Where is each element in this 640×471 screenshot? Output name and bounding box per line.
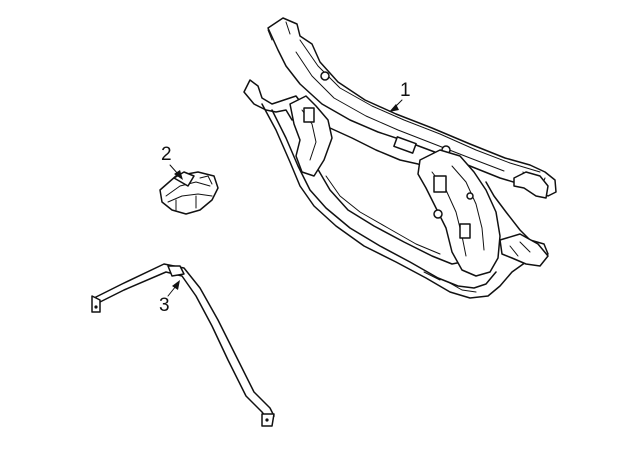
callout-3-label: 3	[159, 295, 170, 316]
callout-2: 2	[161, 144, 183, 180]
radiator-support-frame[interactable]	[243, 17, 557, 299]
left-vertical-member	[289, 95, 333, 177]
support-strut-rod[interactable]	[91, 263, 275, 427]
callout-2-label: 2	[161, 144, 172, 165]
outer-frame	[261, 103, 549, 299]
right-upper-bracket	[513, 171, 549, 199]
mounting-bracket[interactable]	[159, 171, 219, 215]
callout-1-label: 1	[400, 80, 411, 101]
callout-1: 1	[389, 80, 411, 112]
right-lower-bracket	[499, 233, 549, 267]
callout-3: 3	[159, 280, 180, 316]
upper-tie-bar	[267, 17, 557, 197]
